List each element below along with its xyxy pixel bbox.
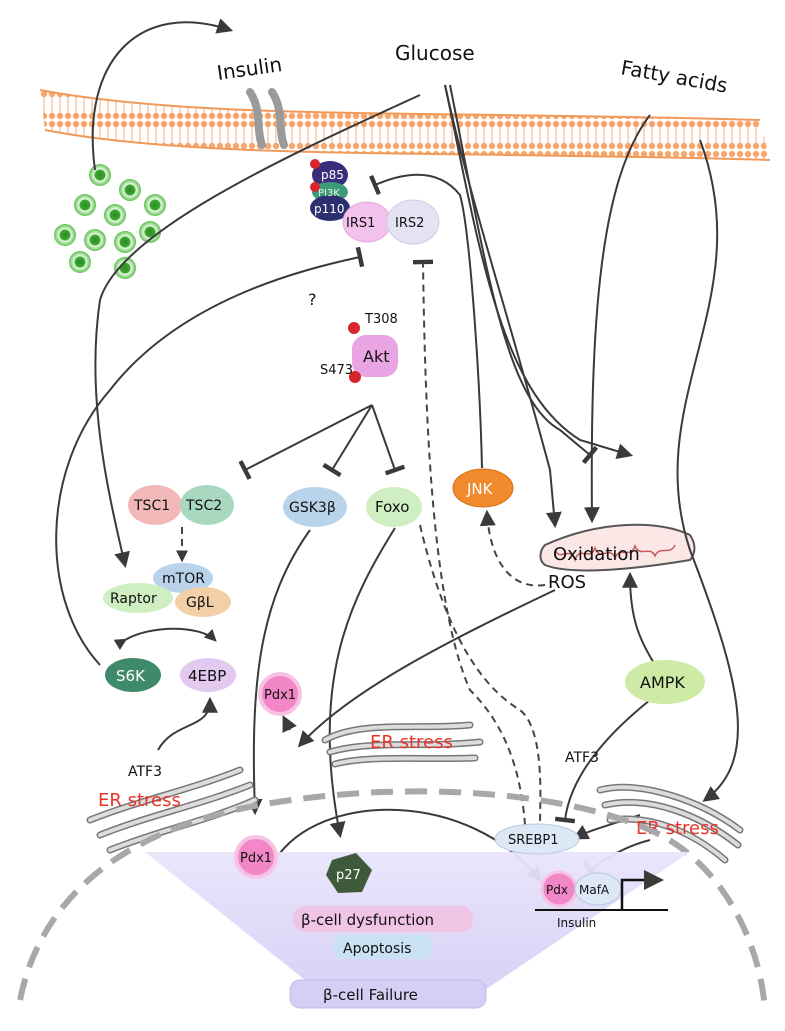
p110-label: p110 [314,202,345,216]
s6k-irs-inhibition [55,246,365,666]
apoptosis-box [333,935,433,959]
atf3-left-label: ATF3 [128,764,162,780]
gsk3b-node [283,487,347,527]
tsc1-label: TSC1 [133,498,170,514]
4ebp-node [180,658,236,692]
srebp1-node [494,823,580,855]
akt-node: Akt T308 S473 [320,312,398,383]
failure-label: β-cell Failure [323,986,418,1004]
t308-label: T308 [364,312,398,327]
foxo-node [366,487,422,527]
srebp-irs2-inhibition [412,259,526,826]
pdx1-upper-label: Pdx1 [264,688,296,703]
er-stress-left-label: ER stress [98,790,181,811]
s473-label: S473 [320,363,353,378]
insulin-gene-label: Insulin [557,916,596,930]
dysfunction-label: β-cell dysfunction [301,911,434,929]
gsk3b-pdx1-arrow [246,529,311,816]
dysfunction-box [293,906,473,932]
irs2-node [386,199,440,245]
er-stress-middle-label: ER stress [370,732,453,753]
tsc2-node [180,485,234,525]
ampk-oxidation-arrow [622,571,656,666]
p85-label: p85 [321,168,344,182]
pdx1-lower-label: Pdx1 [240,851,272,866]
akt-inhibition-lines [238,404,406,480]
tsc1-node [128,485,182,525]
cell-membrane [39,89,771,161]
jnk-label: JNK [466,480,494,498]
irs1-label: IRS1 [346,216,375,231]
endoplasmic-reticulum-icon [321,721,484,768]
atf3-right-label: ATF3 [565,750,599,766]
srebp1-label: SREBP1 [508,833,559,848]
foxo-srebp-dash [419,524,542,826]
fatty-acids-label: Fatty acids [619,55,729,97]
glucose-label: Glucose [395,41,475,65]
mtor-node [153,563,213,593]
glucose-mtor-arrow [94,94,421,569]
transcription-start-arrow-icon [620,870,664,910]
foxo-label: Foxo [375,498,409,516]
apoptosis-label: Apoptosis [343,941,411,957]
glucose-branch-inhibition [449,84,599,465]
mitochondrion-icon: Oxidation [539,523,696,572]
endoplasmic-reticulum-icon [86,766,259,854]
raptor-node [103,583,173,613]
glucose-oxidation-arrow [444,84,562,529]
ampk-node [625,660,705,704]
pdx1-up-arrow [282,715,297,734]
akt-label: Akt [363,347,389,366]
pi3k-label: PI3K [318,188,340,199]
ampk-label: AMPK [640,673,685,692]
insulin-channel-icon [246,88,288,149]
failure-box [289,979,487,1009]
p27-label: p27 [336,868,361,883]
raptor-label: Raptor [110,591,157,607]
foxo-p27-arrow [328,527,396,839]
ros-label: ROS [548,572,586,593]
s6k-label: S6K [116,667,146,685]
4ebp-label: 4EBP [188,667,226,685]
mtor-branch-arrow [113,627,217,651]
ampk-srebp-inhibition [554,699,651,824]
p27-node [326,853,372,893]
pdx-promoter-label: Pdx [546,883,568,897]
mafa-label: MafA [579,883,610,897]
nuclear-envelope [17,788,768,1011]
fatty-acids-oxidation-arrow [583,114,651,524]
insulin-label: Insulin [215,52,283,85]
oxidation-label: Oxidation [553,544,640,565]
fatty-acids-er-arrow [676,139,739,802]
gsk3b-label: GSK3β [289,500,336,516]
pdx1-upper-node [258,672,302,716]
insulin-promoter: Pdx MafA Insulin [535,870,668,930]
gbl-node [175,587,231,617]
mtor-label: mTOR [162,571,205,587]
gbl-label: GβL [186,595,214,611]
ros-jnk-arrow [479,509,546,587]
ros-pdx1-arrow [297,589,556,748]
pi3k-complex: p85 PI3K p110 [310,159,350,221]
tsc2-label: TSC2 [185,498,222,514]
s6k-node [105,658,161,692]
jnk-node [452,468,514,508]
insulin-secretion-arrow [91,18,234,171]
unknown-mark: ? [308,290,317,309]
irs2-label: IRS2 [395,216,424,231]
pdx1-lower-node [234,835,278,879]
atf3-4ebp-arrow [157,696,218,751]
insulin-granule-icon [54,164,166,279]
jnk-irs-inhibition [369,173,483,469]
